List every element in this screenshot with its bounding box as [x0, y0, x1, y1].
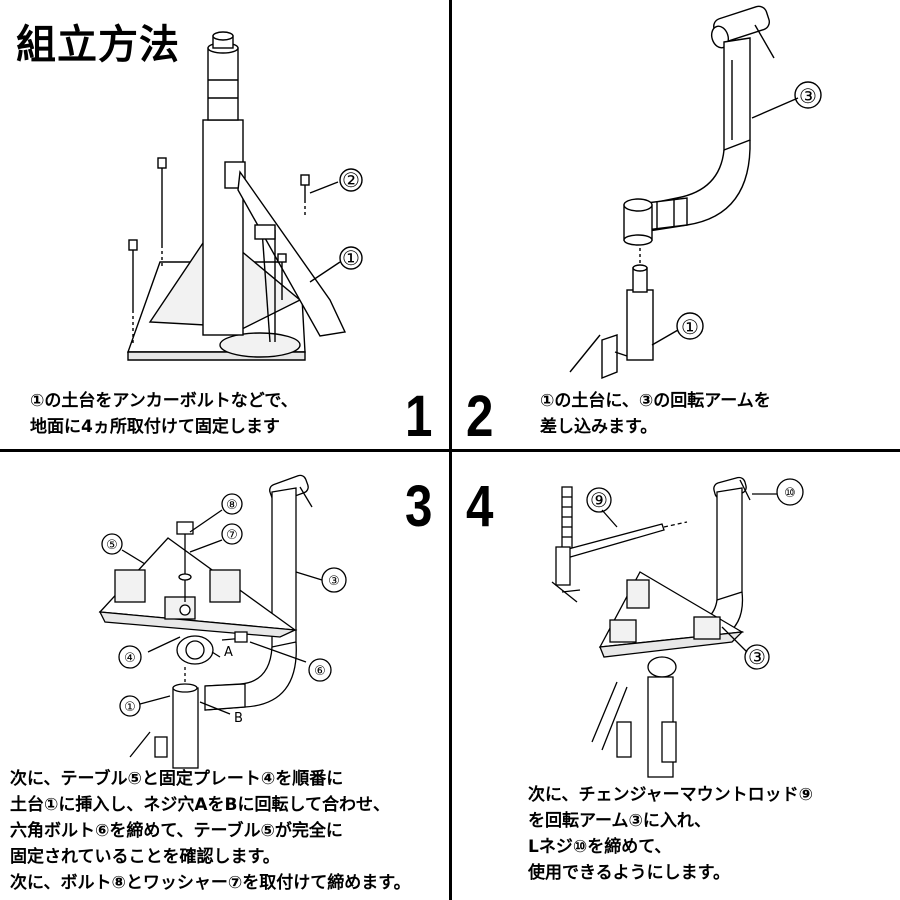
- step-1-caption: ①の土台をアンカーボルトなどで、 地面に4ヵ所取付けて固定します: [30, 388, 298, 440]
- caption-line: ①の土台をアンカーボルトなどで、: [30, 391, 298, 411]
- callout-1: ①: [681, 315, 699, 339]
- step-1-illustration: ② ①: [127, 31, 363, 361]
- callout-3: ③: [748, 645, 766, 669]
- step-2-illustration: ③ ①: [569, 5, 822, 380]
- label-a: A: [224, 645, 233, 660]
- step-number: 1: [405, 384, 433, 449]
- step-1-panel: 組立方法: [0, 0, 449, 449]
- caption-line: 次に、ボルト⑧とワッシャー⑦を取付けて締めます。: [10, 873, 411, 893]
- callout-10: ⑩: [784, 486, 796, 501]
- callout-7: ⑦: [226, 528, 238, 543]
- page-title: 組立方法: [16, 22, 180, 68]
- callout-3: ③: [799, 84, 817, 108]
- caption-line: 固定されていることを確認します。: [10, 847, 280, 867]
- callout-1: ①: [342, 246, 360, 270]
- caption-line: 使用できるようにします。: [528, 863, 730, 883]
- callout-1: ①: [124, 700, 136, 715]
- caption-line: 六角ボルト⑥を締めて、テーブル⑤が完全に: [10, 821, 343, 841]
- callout-4: ④: [124, 651, 136, 666]
- step-3-caption: 次に、テーブル⑤と固定プレート④を順番に 土台①に挿入し、ネジ穴AをBに回転して…: [10, 766, 411, 896]
- caption-line: 次に、チェンジャーマウントロッド⑨: [528, 785, 814, 805]
- caption-line: Lネジ⑩を締めて、: [528, 837, 672, 857]
- step-number: 3: [405, 474, 433, 539]
- callout-2: ②: [342, 168, 360, 192]
- horizontal-divider: [0, 449, 900, 452]
- step-number: 4: [466, 474, 494, 539]
- caption-line: 地面に4ヵ所取付けて固定します: [30, 417, 280, 437]
- callout-9: ⑨: [590, 488, 608, 512]
- step-4-panel: 4: [452, 452, 900, 900]
- step-number: 2: [466, 384, 494, 449]
- caption-line: ①の土台に、③の回転アームを: [540, 391, 771, 411]
- step-4-illustration: ⑨ ⑩ ③: [551, 476, 804, 778]
- step-3-illustration: ⑧ ⑦ ⑤ ③ ④ A ⑥ ① B: [98, 474, 347, 769]
- step-4-caption: 次に、チェンジャーマウントロッド⑨ を回転アーム③に入れ、 Lネジ⑩を締めて、 …: [528, 782, 813, 886]
- step-2-panel: ③ ① 2 ①の土台に、③の回転アームを 差し込みます。: [452, 0, 900, 449]
- caption-line: 次に、テーブル⑤と固定プレート④を順番に: [10, 769, 344, 789]
- callout-5: ⑤: [106, 538, 118, 553]
- caption-line: 土台①に挿入し、ネジ穴AをBに回転して合わせ、: [10, 795, 390, 815]
- step-3-panel: 3: [0, 452, 449, 900]
- callout-3: ③: [328, 574, 340, 589]
- label-b: B: [234, 711, 243, 726]
- callout-8: ⑧: [226, 498, 238, 513]
- callout-6: ⑥: [314, 664, 326, 679]
- caption-line: 差し込みます。: [540, 417, 658, 437]
- caption-line: を回転アーム③に入れ、: [528, 811, 712, 831]
- step-2-caption: ①の土台に、③の回転アームを 差し込みます。: [540, 388, 771, 440]
